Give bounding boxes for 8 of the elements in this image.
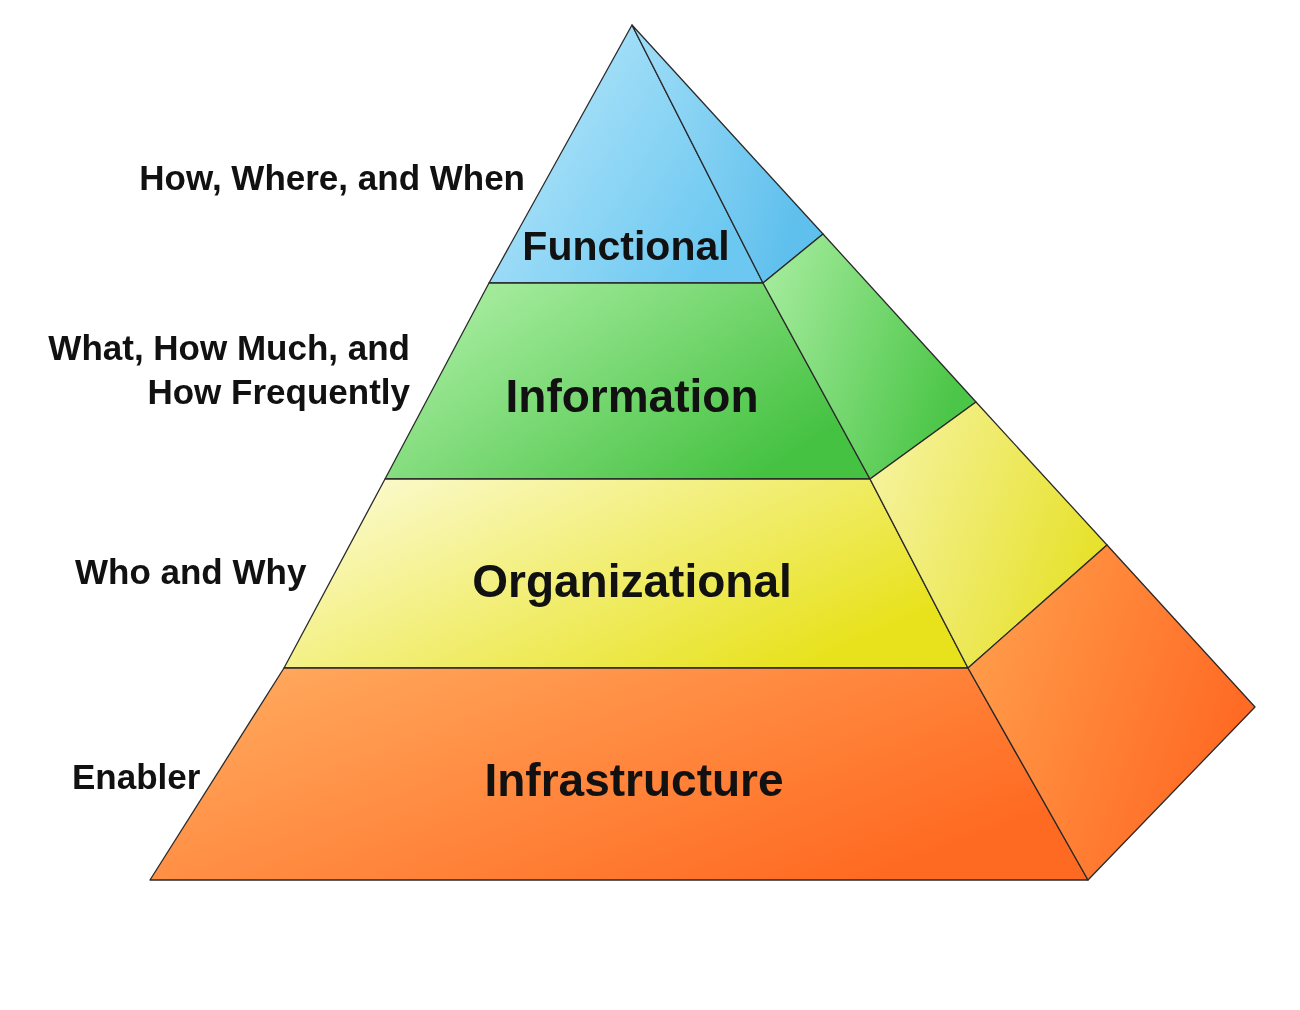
layer-description: What, How Much, and How Frequently: [47, 327, 410, 413]
layer-description: Who and Why: [75, 551, 308, 593]
layer-label: Information: [505, 370, 759, 422]
layer-description: How, Where, and When: [138, 157, 525, 199]
layer-label: Infrastructure: [484, 754, 784, 806]
layer-label: Organizational: [472, 555, 792, 607]
layer-description: Enabler: [72, 756, 202, 798]
layer-label: Functional: [522, 224, 730, 270]
